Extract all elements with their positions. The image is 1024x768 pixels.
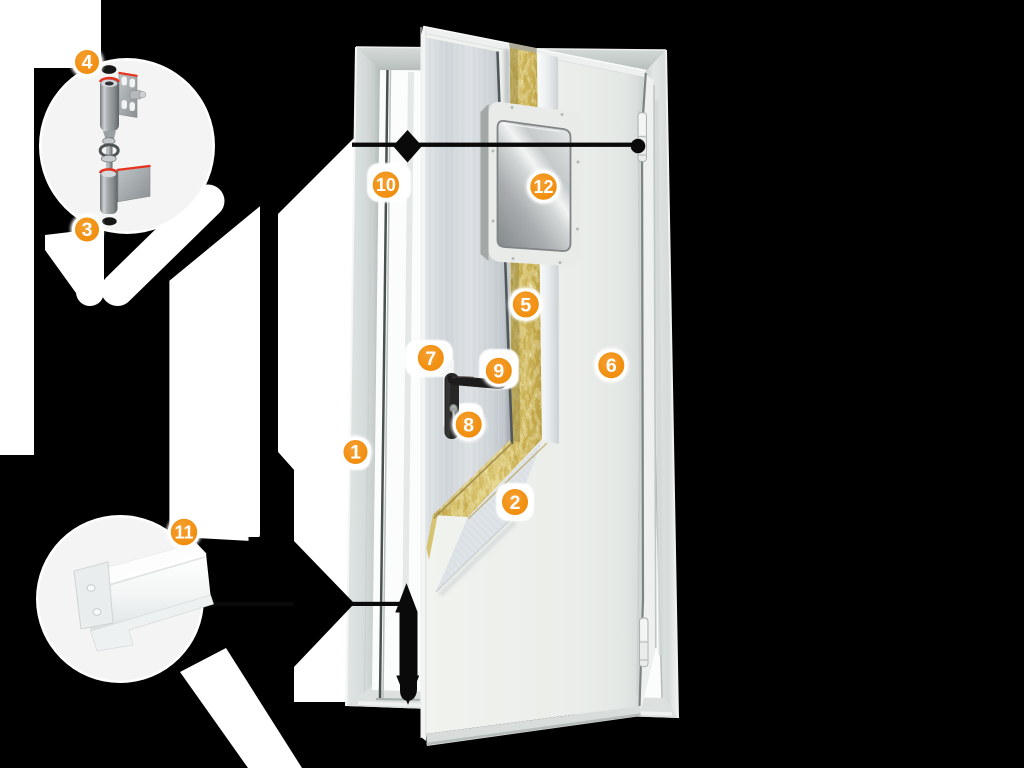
- svg-text:8: 8: [463, 414, 474, 436]
- svg-text:3: 3: [82, 219, 93, 241]
- svg-text:11: 11: [174, 523, 193, 543]
- svg-text:1: 1: [350, 442, 361, 464]
- svg-text:5: 5: [520, 294, 531, 316]
- svg-text:2: 2: [510, 492, 521, 514]
- svg-text:9: 9: [493, 361, 504, 383]
- svg-text:7: 7: [425, 348, 436, 370]
- svg-text:4: 4: [82, 52, 93, 74]
- svg-text:10: 10: [376, 175, 396, 195]
- svg-text:6: 6: [606, 355, 617, 377]
- svg-text:12: 12: [533, 177, 553, 197]
